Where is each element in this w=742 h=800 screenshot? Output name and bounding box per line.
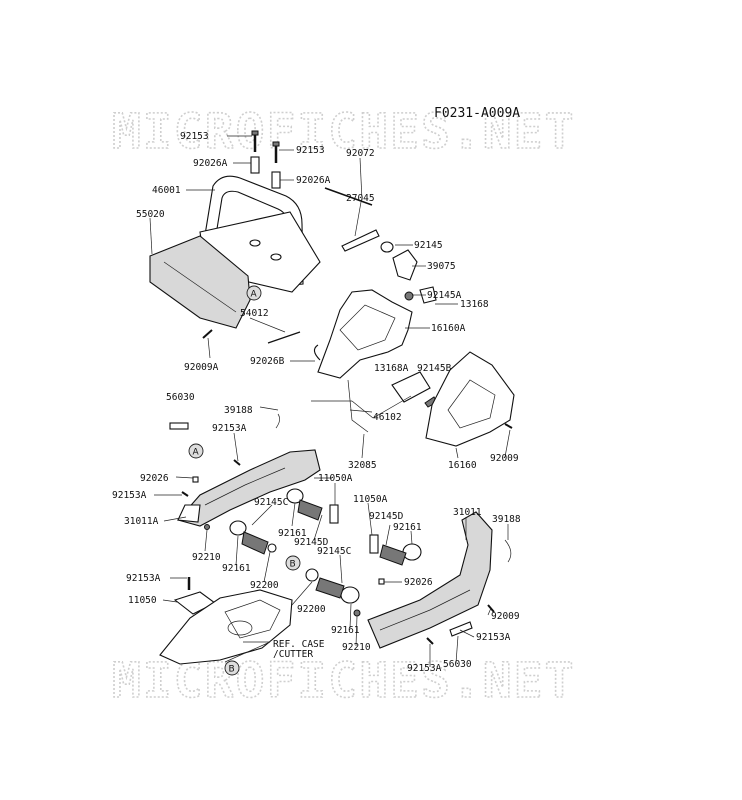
part-label: 56030 [166,392,195,403]
part-label: 92210 [342,642,371,653]
part-label: /CUTTER [273,649,313,660]
part-label: 11050A [318,473,353,484]
damper-92161-b [229,520,247,536]
part-label: 92145 [414,240,443,251]
rear-cover-16160 [425,351,515,447]
part-label: 92009A [184,362,219,373]
throttle-13168A [391,371,431,403]
housing-31011 [367,511,493,649]
part-label: 92153A [126,573,161,584]
part-label: 13168 [460,299,489,310]
callout-b-mid: B [285,555,301,571]
part-label: 92153A [476,632,511,643]
guard-55020 [149,235,251,329]
spring-92145D-b [379,544,407,566]
part-label: 32085 [348,460,377,471]
housing-left-assembly [169,413,339,555]
housing-31011A [177,449,321,527]
part-label: 92153A [112,490,147,501]
rear-handle-16160A [317,289,413,379]
plate-56030 [169,422,189,430]
part-label: 92153 [180,131,209,142]
part-label: 92145D [369,511,404,522]
spring-92145A [404,291,414,301]
part-label: 39075 [427,261,456,272]
rear-handle-assembly [267,187,515,447]
part-label: 16160A [431,323,466,334]
callout-b-bottom: B [224,660,240,676]
part-label: 92072 [346,148,375,159]
callout-a-top: A [246,285,262,301]
part-label: 92026 [140,473,169,484]
leader-lines [149,135,511,667]
part-label: 92153 [296,145,325,156]
tie-92072 [324,187,373,206]
bracket-11050A-b [369,534,379,554]
bolt-head-92153-left [251,130,259,136]
cable-holder-27045 [341,229,380,252]
part-label: 92161 [278,528,307,539]
callout-a-mid: A [188,443,204,459]
part-label: 92153A [212,423,247,434]
part-label: 92200 [297,604,326,615]
part-label: 92026 [404,577,433,588]
part-label: 46001 [152,185,181,196]
case-cutter-ref [159,577,293,665]
part-label: REF. CASE [273,639,325,650]
part-label: 31011A [124,516,159,527]
spring-92145C-b [315,577,345,599]
damper-92161-d [340,586,360,604]
part-label: 13168A [374,363,409,374]
part-label: 92200 [250,580,279,591]
trigger-39075 [392,249,418,281]
part-label: 92145B [417,363,452,374]
part-label: 92210 [192,552,221,563]
part-label: 46102 [373,412,402,423]
svg-text:A: A [193,448,200,458]
part-label: 92161 [331,625,360,636]
part-label: 39188 [492,514,521,525]
bolt-head-92153-right [272,141,280,147]
part-label: 92145C [317,546,351,557]
part-label: 92145A [427,290,462,301]
cable-54012 [267,331,301,344]
collar-92026A-left [250,156,260,174]
watermark-top: MICROFICHES.NET [112,104,575,160]
part-label: 92026A [296,175,331,186]
part-label: 27045 [346,193,375,204]
part-label: 92009 [490,453,519,464]
part-label: 92009 [491,611,520,622]
plate-56030-b [449,621,473,637]
handle-assembly [149,130,321,339]
part-label: 92153A [407,663,442,674]
part-label: 92026B [250,356,285,367]
damper-92161-c [402,543,422,561]
part-label: 11050A [353,494,388,505]
part-label: 92145D [294,537,329,548]
part-label: 54012 [240,308,269,319]
part-label: 11050 [128,595,157,606]
part-label: 92161 [393,522,422,533]
svg-text:A: A [251,290,258,300]
part-labels: 92153 92153 92026A 92026A 46001 55020 92… [112,131,521,674]
bracket-11050A [329,504,339,524]
part-label: 55020 [136,209,165,220]
part-label: 31011 [453,507,482,518]
part-label: 92026A [193,158,228,169]
part-label: 56030 [443,659,472,670]
spring-92145C-a [297,499,323,521]
washer-92145 [380,241,394,253]
lever-13168 [419,286,437,304]
part-label: 92161 [222,563,251,574]
spring-92145D-a [241,531,269,555]
diagram-code: F0231-A009A [434,106,520,121]
svg-text:B: B [229,665,235,675]
collar-92026A-right [271,171,281,189]
part-label: 16160 [448,460,477,471]
part-label: 92145C [254,497,288,508]
svg-text:B: B [290,560,296,570]
part-label: 39188 [224,405,253,416]
case-body [159,589,293,665]
